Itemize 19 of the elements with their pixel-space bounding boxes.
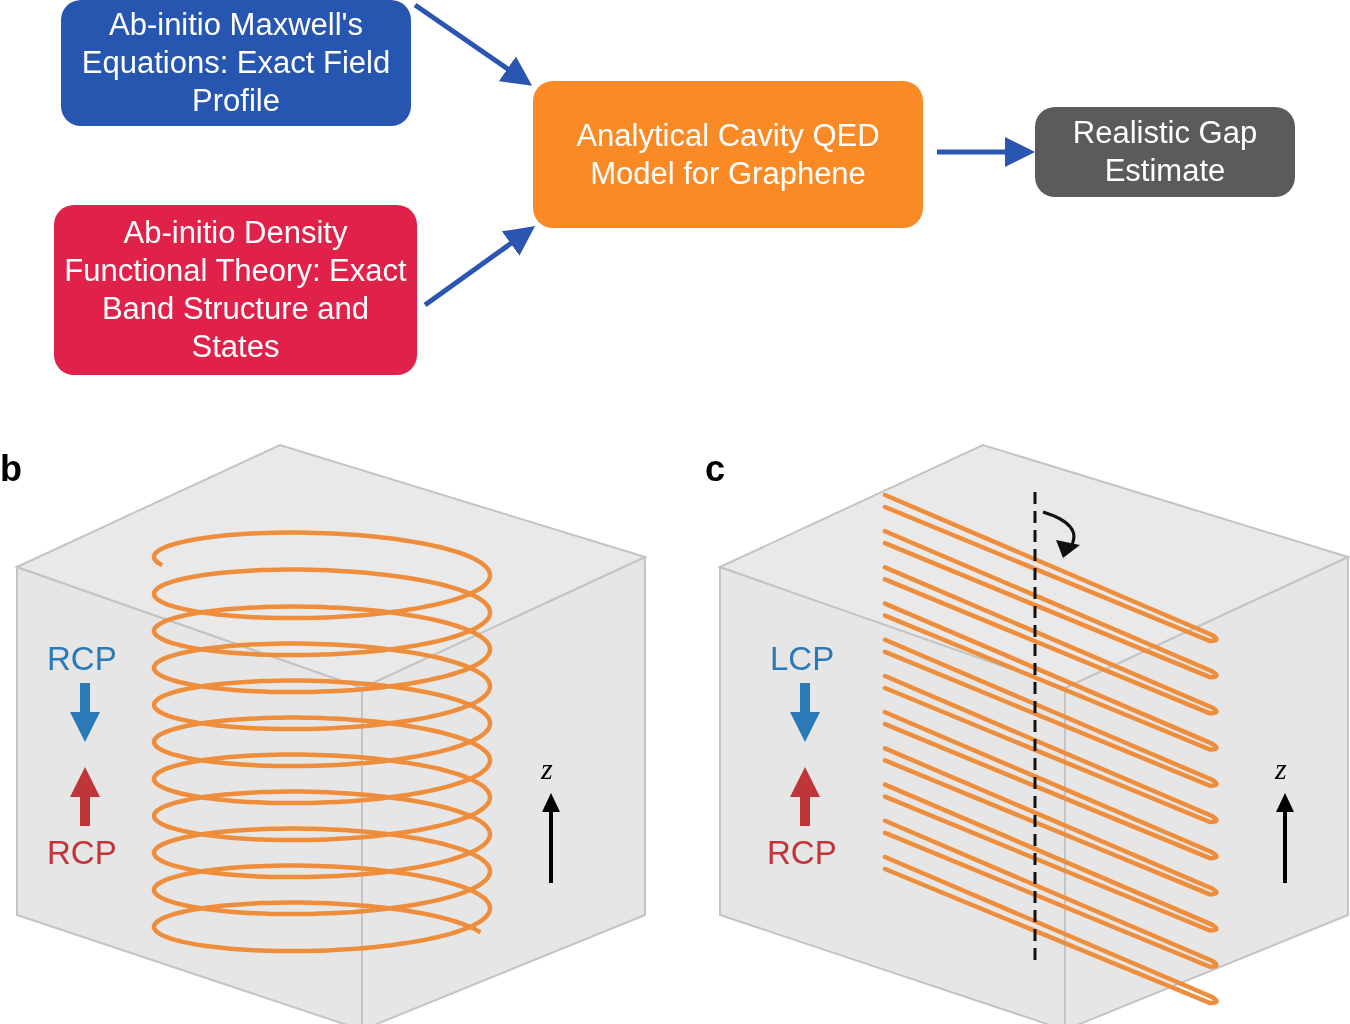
process-box <box>61 0 411 126</box>
panel-label: b <box>0 448 22 490</box>
process-box <box>54 205 417 375</box>
polarization-label: RCP <box>47 834 117 872</box>
polarization-label: RCP <box>767 834 837 872</box>
box-label: Realistic Gap Estimate <box>1071 114 1259 190</box>
box-label: Ab-initio Maxwell's Equations: Exact Field Profile <box>80 6 392 120</box>
box-label: Ab-initio Density Functional Theory: Exact Band Structure and States <box>63 214 408 366</box>
axis-label: z <box>1275 752 1287 786</box>
axis-label: z <box>541 752 553 786</box>
arrow <box>413 2 533 86</box>
arrow <box>423 226 536 308</box>
arrow <box>937 137 1035 167</box>
process-box <box>533 81 923 228</box>
process-box <box>1035 107 1295 197</box>
box-label: Analytical Cavity QED Model for Graphene <box>575 116 881 193</box>
polarization-label: RCP <box>47 640 117 678</box>
polarization-label: LCP <box>770 640 835 678</box>
panel-label: c <box>705 448 726 490</box>
